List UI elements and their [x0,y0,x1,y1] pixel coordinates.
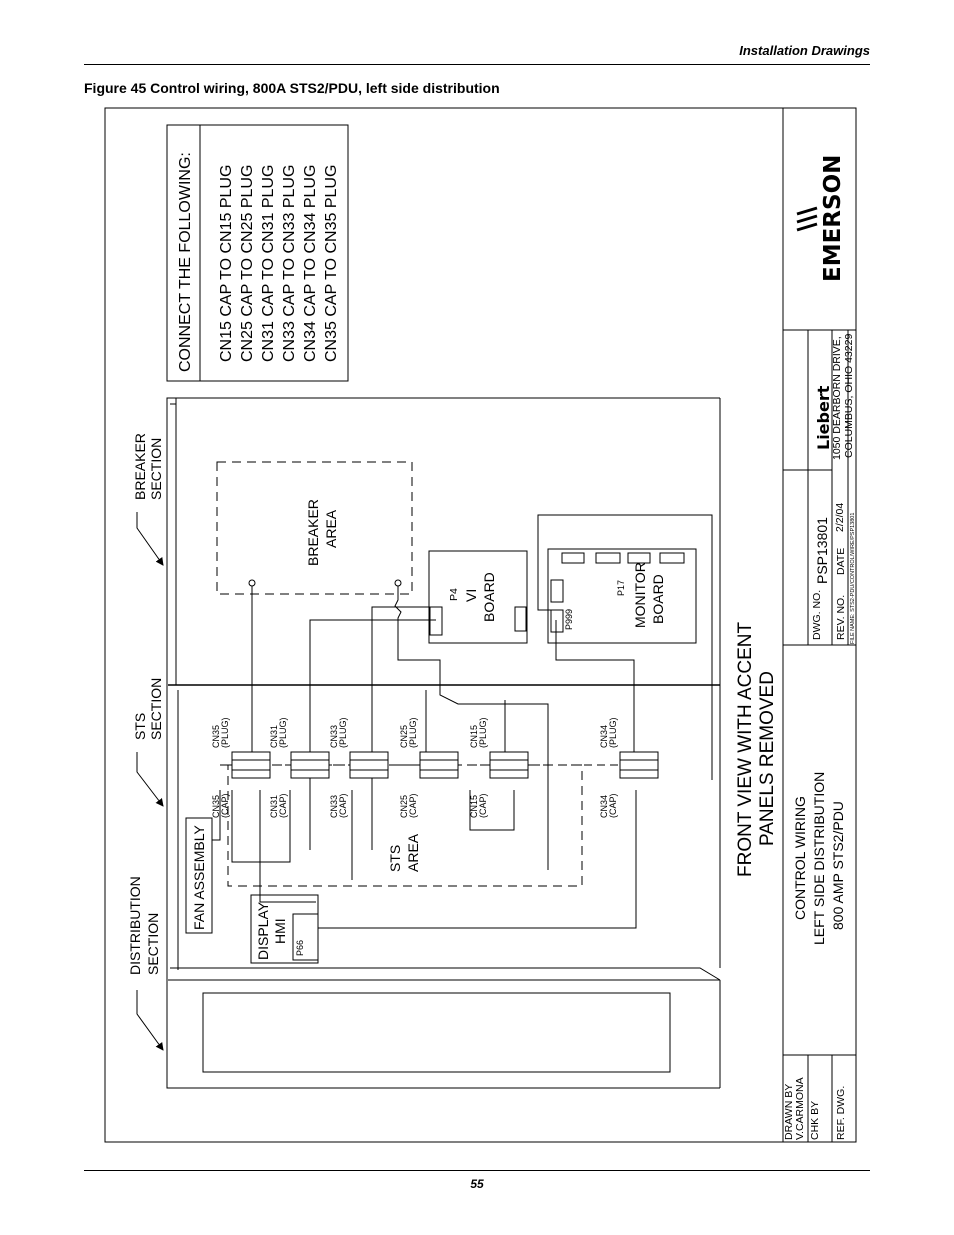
cabinet-outline [166,397,721,1089]
dwg-no-label: DWG. NO. [811,590,823,640]
view-title: FRONT VIEW WITH ACCENT [735,622,756,877]
ref-dwg-label: REF. DWG. [835,1086,847,1140]
monitor-board-label: BOARD [650,574,666,624]
vi-board-label: VI [463,589,479,602]
cap-label: (CAP) [478,793,488,818]
drawn-by-label: DRAWN BY [783,1084,795,1140]
plug-label: CN15 [469,725,479,748]
sts-area-label: AREA [405,833,421,872]
cap-label: (CAP) [278,793,288,818]
p17-connector [595,552,621,564]
connect-list-title: CONNECT THE FOLLOWING: [177,152,194,372]
vi-board-label: BOARD [481,572,497,622]
date-value: 2/2/04 [834,503,846,532]
dwg-no-value: PSP13801 [814,517,830,584]
p4-connector [429,606,443,636]
plug-label: (PLUG) [408,717,418,748]
chk-by-label: CHK BY [809,1101,821,1140]
svg-text:EMERSON: EMERSON [820,155,846,282]
plug-label: (PLUG) [608,717,618,748]
sts-area-label: STS [387,845,403,872]
cn31-connector [290,751,330,779]
p999-connector [550,609,564,633]
label-sts-section: SECTION [148,678,164,740]
connect-item: CN35 CAP TO CN35 PLUG [323,165,340,362]
connect-item: CN25 CAP TO CN25 PLUG [239,165,256,362]
monitor-board-label: MONITOR [632,562,648,628]
cap-label: (CAP) [408,793,418,818]
plug-label: CN35 [211,725,221,748]
sts-area [227,764,583,887]
header-rule [84,64,870,65]
file-name: FILE NAME: STS2-PDU/CONTROL/WIRE/PSP1380… [850,513,856,644]
control-wires [212,514,713,929]
cn25-connector [419,751,459,779]
connect-list-box: CONNECT THE FOLLOWING: CN15 CAP TO CN15 … [166,124,349,382]
plug-label: (PLUG) [220,717,230,748]
cap-label: CN15 [469,795,479,818]
drawn-by-value: V.CARMONA [794,1077,806,1140]
plug-label: (PLUG) [278,717,288,748]
cap-label: CN35 [211,795,221,818]
address: COLUMBUS, OHIO 43229 [843,334,855,458]
plug-label: CN31 [269,725,279,748]
cn34-connector [619,751,659,779]
cn15-connector [489,751,529,779]
cap-label: CN33 [329,795,339,818]
cap-label: (CAP) [338,793,348,818]
fan-assembly-label: FAN ASSEMBLY [191,825,207,930]
p999-label: P999 [564,609,574,630]
p17-label: P17 [616,580,626,596]
cap-label: (CAP) [220,793,230,818]
plug-label: CN25 [399,725,409,748]
date-label: DATE [835,548,847,575]
rev-no-label: REV. NO. [835,595,847,640]
liebert-logo: Liebert [814,385,833,450]
figure-caption: Figure 45 Control wiring, 800A STS2/PDU,… [84,80,500,96]
label-sts-section: STS [132,713,148,740]
label-breaker-section: BREAKER [132,433,148,500]
p4-label: P4 [448,588,460,601]
monitor-board [547,548,697,644]
breaker-area-label: BREAKER [305,499,321,566]
vi-board [428,550,528,644]
connect-item: CN34 CAP TO CN34 PLUG [302,165,319,362]
connect-item: CN31 CAP TO CN31 PLUG [260,165,277,362]
plug-label: CN33 [329,725,339,748]
view-title: PANELS REMOVED [757,671,778,846]
address: 1050 DEARBORN DRIVE, [831,336,843,460]
drawing-title: CONTROL WIRING [792,796,808,920]
p66-connector [292,913,319,961]
cn33-connector [349,751,389,779]
fan-assembly [185,817,213,934]
sts-connectors [231,751,659,779]
cn35-connector [231,751,271,779]
breaker-area-label: AREA [323,509,339,548]
page-number: 55 [470,1177,484,1191]
plug-label: CN34 [599,725,609,748]
breaker-area [216,461,413,595]
cap-label: (CAP) [608,793,618,818]
label-breaker-section: SECTION [148,438,164,500]
plug-label: (PLUG) [338,717,348,748]
emerson-logo: EMERSON [796,155,846,282]
drawing-title: LEFT SIDE DISTRIBUTION [811,772,827,945]
connect-item: CN15 CAP TO CN15 PLUG [218,165,235,362]
drawing-frame [104,107,857,1143]
label-distribution-section: SECTION [145,913,161,975]
cap-label: CN34 [599,795,609,818]
label-distribution-section: DISTRIBUTION [127,876,143,975]
footer-rule [84,1170,870,1171]
drawing-title: 800 AMP STS2/PDU [830,801,846,930]
section-title: Installation Drawings [739,43,870,58]
plug-label: (PLUG) [478,717,488,748]
p66-label: P66 [295,940,305,956]
display-hmi-label: DISPLAY [255,901,271,960]
display-hmi-label: HMI [272,918,288,944]
cap-label: CN31 [269,795,279,818]
connect-item: CN33 CAP TO CN33 PLUG [281,165,298,362]
cap-label: CN25 [399,795,409,818]
